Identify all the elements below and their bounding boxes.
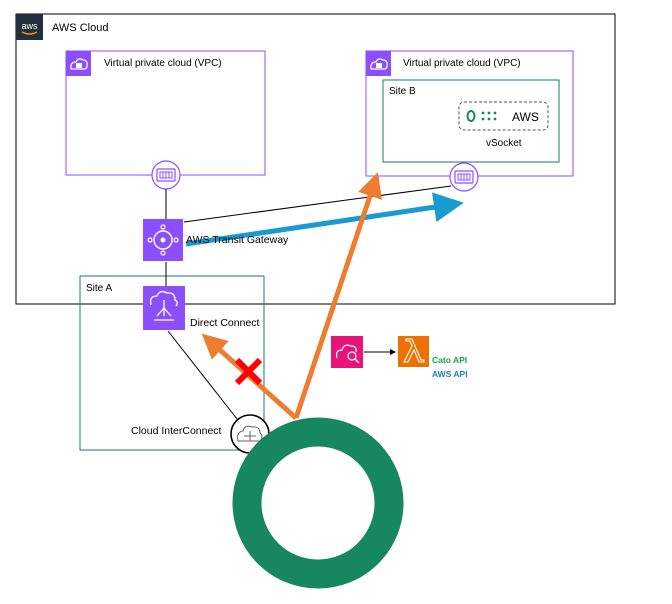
vsocket-box[interactable]	[458, 101, 549, 131]
direct-connect-to-interconnect-line	[167, 330, 242, 425]
aws-cloud-frame	[15, 13, 616, 305]
vsocket-label: vSocket	[486, 138, 522, 149]
vsocket-icon	[466, 110, 497, 122]
vpc-right-label: Virtual private cloud (VPC)	[403, 58, 521, 69]
direct-connect-label: Direct Connect	[190, 317, 260, 329]
monitoring-group[interactable]: Cato API AWS API	[331, 336, 468, 379]
vpc-right[interactable]: Virtual private cloud (VPC) Site B AWS v…	[365, 50, 574, 192]
transit-gateway-label: AWS Transit Gateway	[186, 234, 289, 246]
aws-cloud-group: aws AWS Cloud	[15, 13, 616, 305]
aws-smile-icon	[21, 31, 38, 35]
aws-cloud-label: AWS Cloud	[52, 22, 108, 34]
vpc-left[interactable]: Virtual private cloud (VPC)	[65, 50, 266, 190]
cato-cloud-ring	[232, 417, 404, 589]
vpc-cloud-lock-icon	[70, 58, 88, 70]
cato-api-label: Cato API	[432, 355, 467, 365]
direct-connect[interactable]: Direct Connect	[143, 286, 260, 330]
transit-gateway-icon	[147, 224, 179, 256]
site-b-frame	[382, 79, 560, 163]
cloud-interconnect-label: Cloud InterConnect	[131, 425, 222, 437]
vpc-right-frame	[365, 50, 574, 177]
monitor-to-lambda-arrowhead	[390, 349, 396, 355]
lambda-icon	[403, 338, 425, 363]
vpc-left-label: Virtual private cloud (VPC)	[104, 58, 222, 69]
vpc-router-icon[interactable]	[449, 162, 479, 192]
aws-logo-badge	[16, 14, 43, 40]
direct-connect-icon	[149, 290, 178, 321]
site-a[interactable]: Site A	[79, 275, 265, 451]
site-a-label: Site A	[86, 283, 112, 294]
tgw-to-vpc-right-line	[183, 185, 452, 223]
aws-api-label: AWS API	[432, 369, 468, 379]
cloud-search-icon	[335, 344, 360, 364]
blue-traffic-arrow	[185, 192, 464, 247]
vpc-cloud-lock-icon	[370, 58, 388, 70]
vpc-left-frame	[65, 50, 266, 176]
vpc-router-icon[interactable]	[151, 160, 181, 190]
site-b[interactable]: Site B AWS vSocket	[382, 79, 560, 163]
aws-logo-text: aws	[21, 21, 38, 31]
vsocket-aws-text: AWS	[512, 110, 539, 124]
connection-failed-icon	[234, 357, 263, 386]
cloud-interconnect[interactable]: Cloud InterConnect	[131, 414, 270, 454]
site-b-label: Site B	[389, 86, 416, 97]
transit-gateway[interactable]: AWS Transit Gateway	[143, 219, 289, 261]
site-a-frame	[79, 275, 265, 451]
cloud-search-icon-bg	[331, 336, 363, 368]
orange-traffic-arrow	[293, 172, 382, 419]
